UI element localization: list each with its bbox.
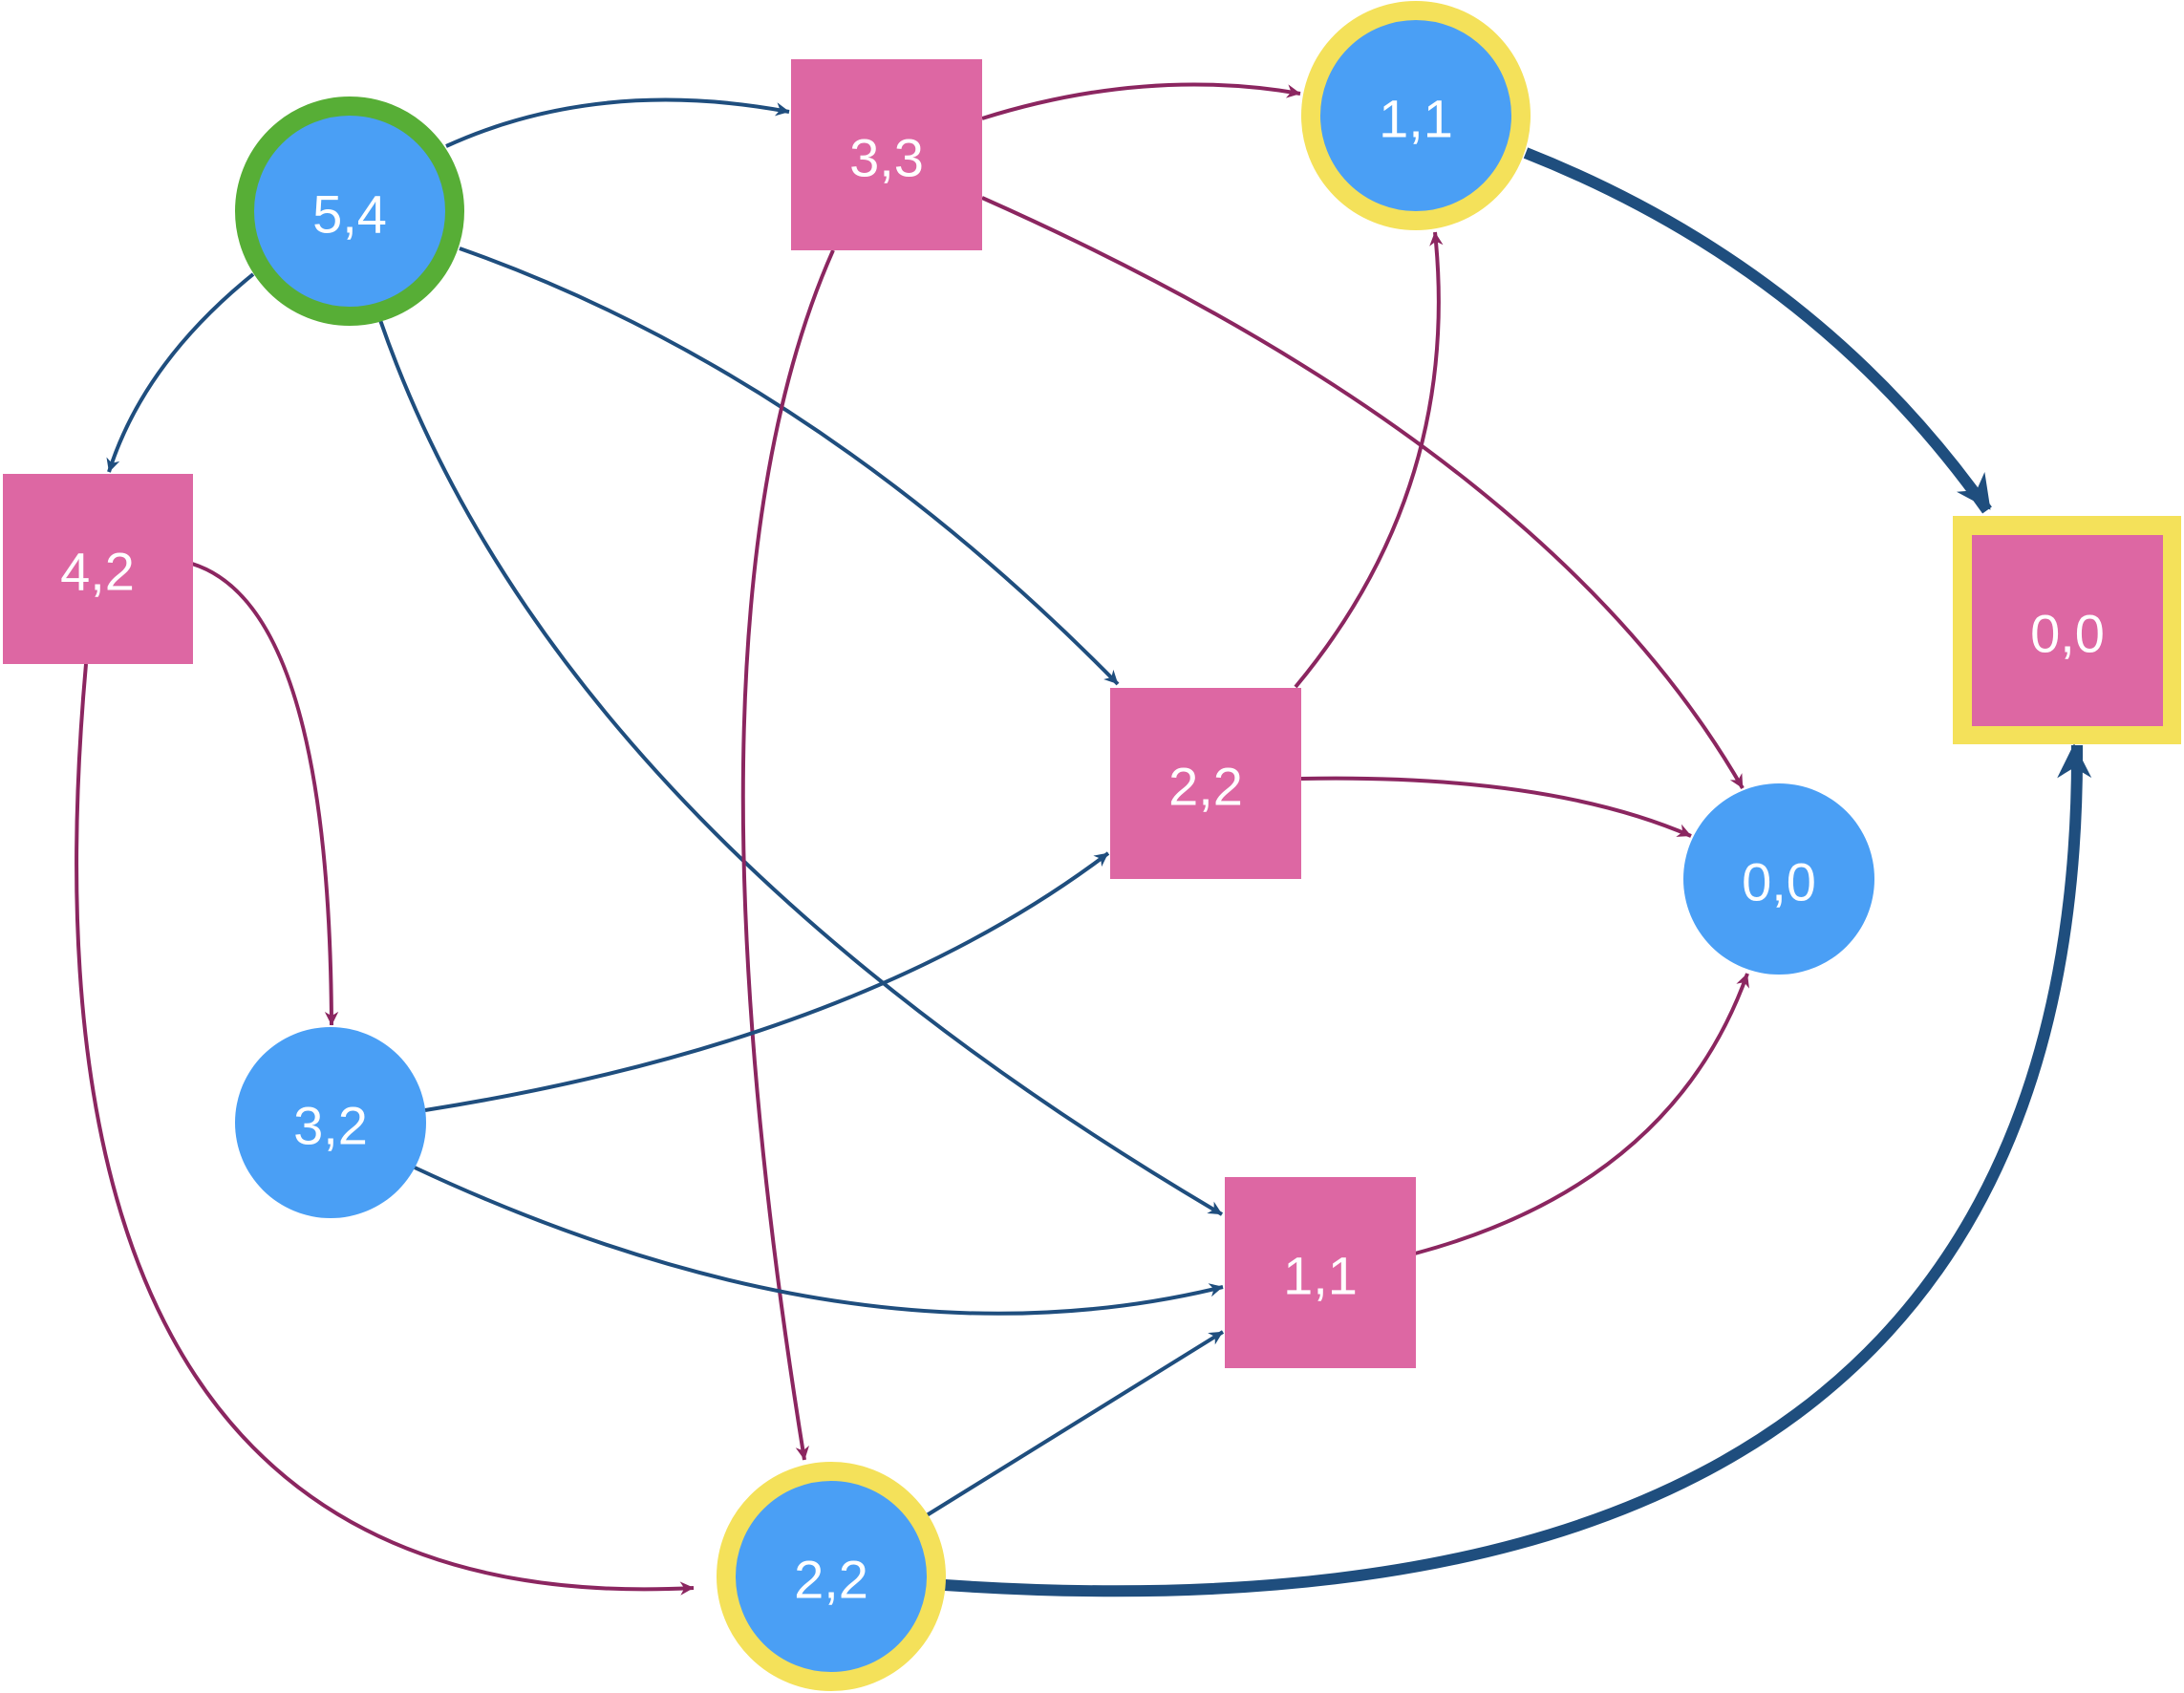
square-node [1972,535,2163,726]
highlight-ring [1301,1,1531,230]
start-ring [235,96,464,326]
edge-s33-c00 [981,196,1745,789]
node-c00: 0,0 [1683,783,1874,975]
edge-s11-c00 [1414,973,1749,1255]
square-node [3,474,193,664]
edge-c11-s00-bold [1523,147,1992,514]
edge-c22-s00-bold [944,743,2092,1597]
node-s11: 1,1 [1225,1177,1416,1368]
edge-c54-s11 [378,319,1224,1216]
square-node [791,59,982,250]
edge-c54-s33 [445,97,790,148]
edge-s33-c22 [740,249,835,1461]
edge-s22-c11 [1294,231,1444,689]
edge-c32-s22 [424,851,1110,1112]
edge-s22-c00 [1300,776,1692,838]
circle-node [1683,783,1874,975]
node-s33: 3,3 [791,59,982,250]
square-node [1225,1177,1416,1368]
node-label: 3,3 [849,128,924,188]
node-s00: 0,0 [1953,516,2181,744]
edge-c54-s22 [459,246,1120,686]
edge-c22-s11 [925,1330,1225,1517]
node-c11: 1,1 [1301,1,1531,230]
edge-c54-s42 [106,272,255,473]
node-label: 1,1 [1283,1246,1358,1306]
node-label: 1,1 [1379,89,1453,149]
node-label: 2,2 [1168,757,1243,817]
node-label: 4,2 [60,542,135,602]
edge-c32-s11 [414,1166,1224,1316]
node-c22: 2,2 [717,1462,946,1691]
node-label: 3,2 [293,1096,368,1156]
node-label: 0,0 [2030,604,2105,664]
edge-s42-c32 [191,562,339,1026]
highlight-ring [717,1462,946,1691]
edges [75,82,2092,1597]
node-label: 2,2 [794,1550,868,1610]
edge-s42-c22 [75,663,695,1596]
node-c32: 3,2 [235,1027,426,1218]
node-label: 0,0 [1742,852,1816,912]
node-c54: 5,4 [235,96,464,326]
edge-s33-c11 [981,82,1301,120]
node-label: 5,4 [312,184,387,245]
circle-node [235,1027,426,1218]
node-s22: 2,2 [1110,688,1301,879]
square-node [1110,688,1301,879]
node-s42: 4,2 [3,474,193,664]
